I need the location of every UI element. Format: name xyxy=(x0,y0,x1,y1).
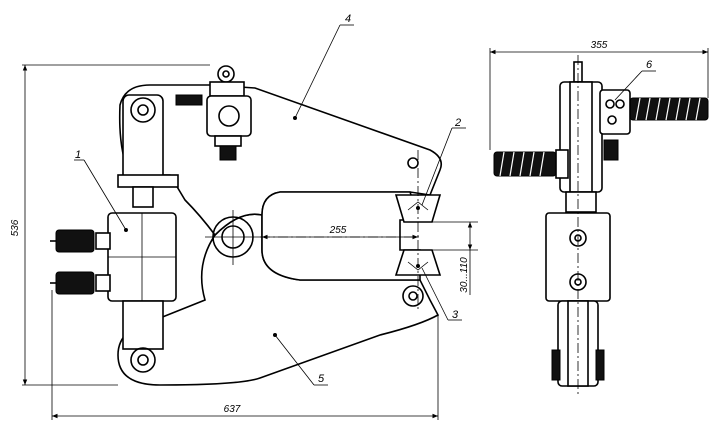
control-valve-front xyxy=(175,65,252,161)
callout-6: 6 xyxy=(646,59,653,71)
callout-2: 2 xyxy=(454,117,461,129)
dim-opening: 30...110 xyxy=(459,257,470,293)
side-valve-block xyxy=(599,89,631,135)
lower-pin xyxy=(130,347,156,373)
dim-side-355: 355 xyxy=(591,40,608,51)
front-view xyxy=(50,65,443,386)
coupler-lower xyxy=(50,271,111,295)
dim-height-536: 536 xyxy=(10,219,21,236)
upper-clevis xyxy=(122,94,164,181)
callout-1: 1 xyxy=(75,149,81,161)
callout-5: 5 xyxy=(318,373,325,385)
lower-jaw-pin xyxy=(402,285,424,307)
throat-cutout xyxy=(261,191,422,281)
front-dimensions: 536 637 255 30...110 xyxy=(10,64,478,420)
cylinder-rod xyxy=(122,300,164,350)
coupler-upper xyxy=(50,229,111,253)
side-dimensions: 355 6 xyxy=(489,40,709,150)
side-view xyxy=(493,55,709,395)
callout-3: 3 xyxy=(452,309,459,321)
callout-4: 4 xyxy=(345,13,351,25)
dim-throat-255: 255 xyxy=(329,225,347,236)
front-callouts: 1 2 3 4 5 xyxy=(74,13,466,386)
dim-width-637: 637 xyxy=(224,404,241,415)
